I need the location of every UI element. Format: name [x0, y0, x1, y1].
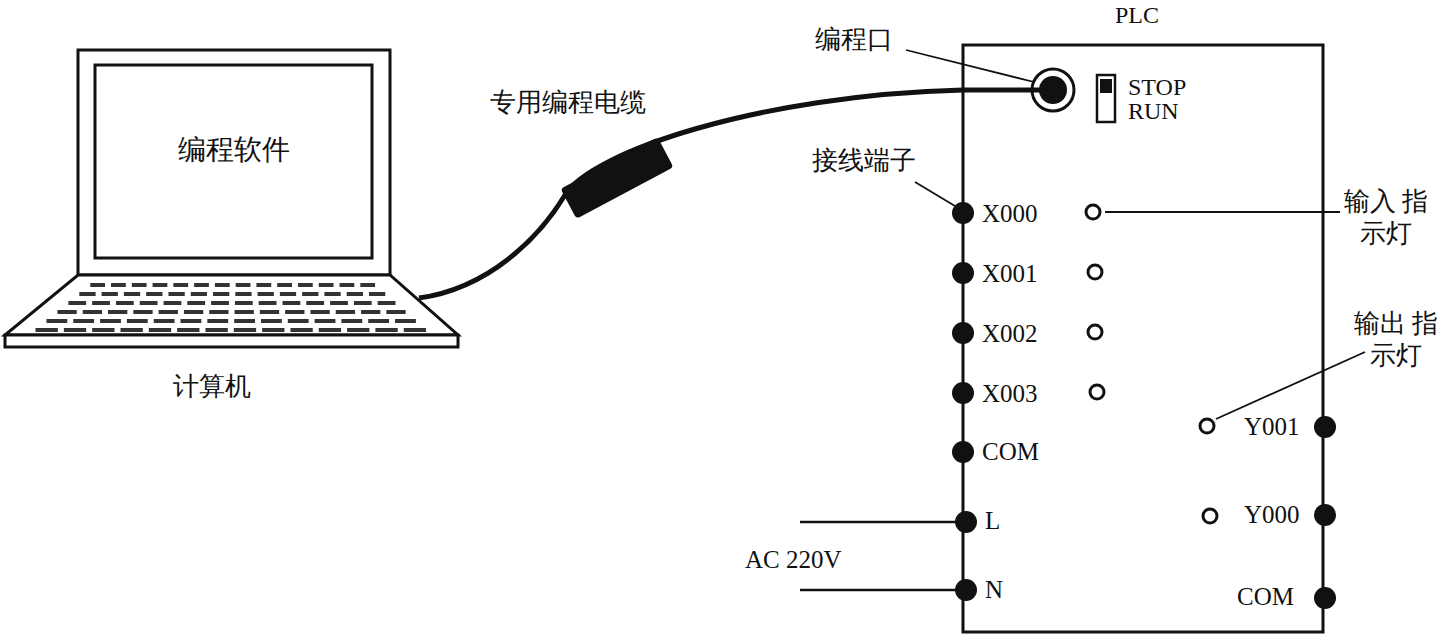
stop-run-switch — [1097, 75, 1115, 122]
label: COM — [1237, 582, 1294, 612]
label: L — [985, 506, 1000, 536]
label: AC 220V — [745, 545, 842, 575]
label: 编程口 — [815, 25, 893, 55]
leader-lines — [906, 50, 1365, 419]
label: X002 — [982, 319, 1038, 349]
laptop-lid — [78, 50, 390, 275]
laptop-keyboard — [5, 275, 458, 335]
node-label: 计算机 — [173, 372, 251, 402]
node-label: PLC — [1115, 0, 1159, 30]
label: Y001 — [1244, 412, 1300, 442]
label: X000 — [982, 199, 1038, 229]
laptop-base — [5, 335, 458, 347]
label: COM — [982, 437, 1039, 467]
label: Y000 — [1244, 500, 1300, 530]
label: 输出 指示灯 — [1353, 308, 1439, 372]
switch-lever — [1100, 79, 1112, 93]
screen-box: 编程软件 — [95, 65, 372, 258]
label: N — [985, 575, 1003, 605]
indicator-lamps — [1086, 205, 1217, 523]
node-label: 编程软件 — [178, 135, 290, 165]
cable-end — [963, 88, 1040, 93]
plc-housing — [963, 45, 1323, 632]
terminals — [952, 202, 1336, 609]
computer-box: 计算机编程软件 — [5, 50, 458, 347]
cable-adapter — [560, 137, 673, 219]
label: X003 — [982, 379, 1038, 409]
keys — [36, 283, 427, 332]
label: STOP — [1128, 72, 1186, 102]
port-core — [1039, 76, 1067, 104]
label: 输入 指示灯 — [1343, 186, 1429, 250]
edge-label: 专用编程电缆 — [490, 88, 646, 118]
programming-cable — [419, 90, 963, 298]
laptop-screen — [95, 65, 372, 258]
label: RUN — [1128, 96, 1179, 126]
label: 接线端子 — [812, 146, 916, 176]
label: X001 — [982, 259, 1038, 289]
